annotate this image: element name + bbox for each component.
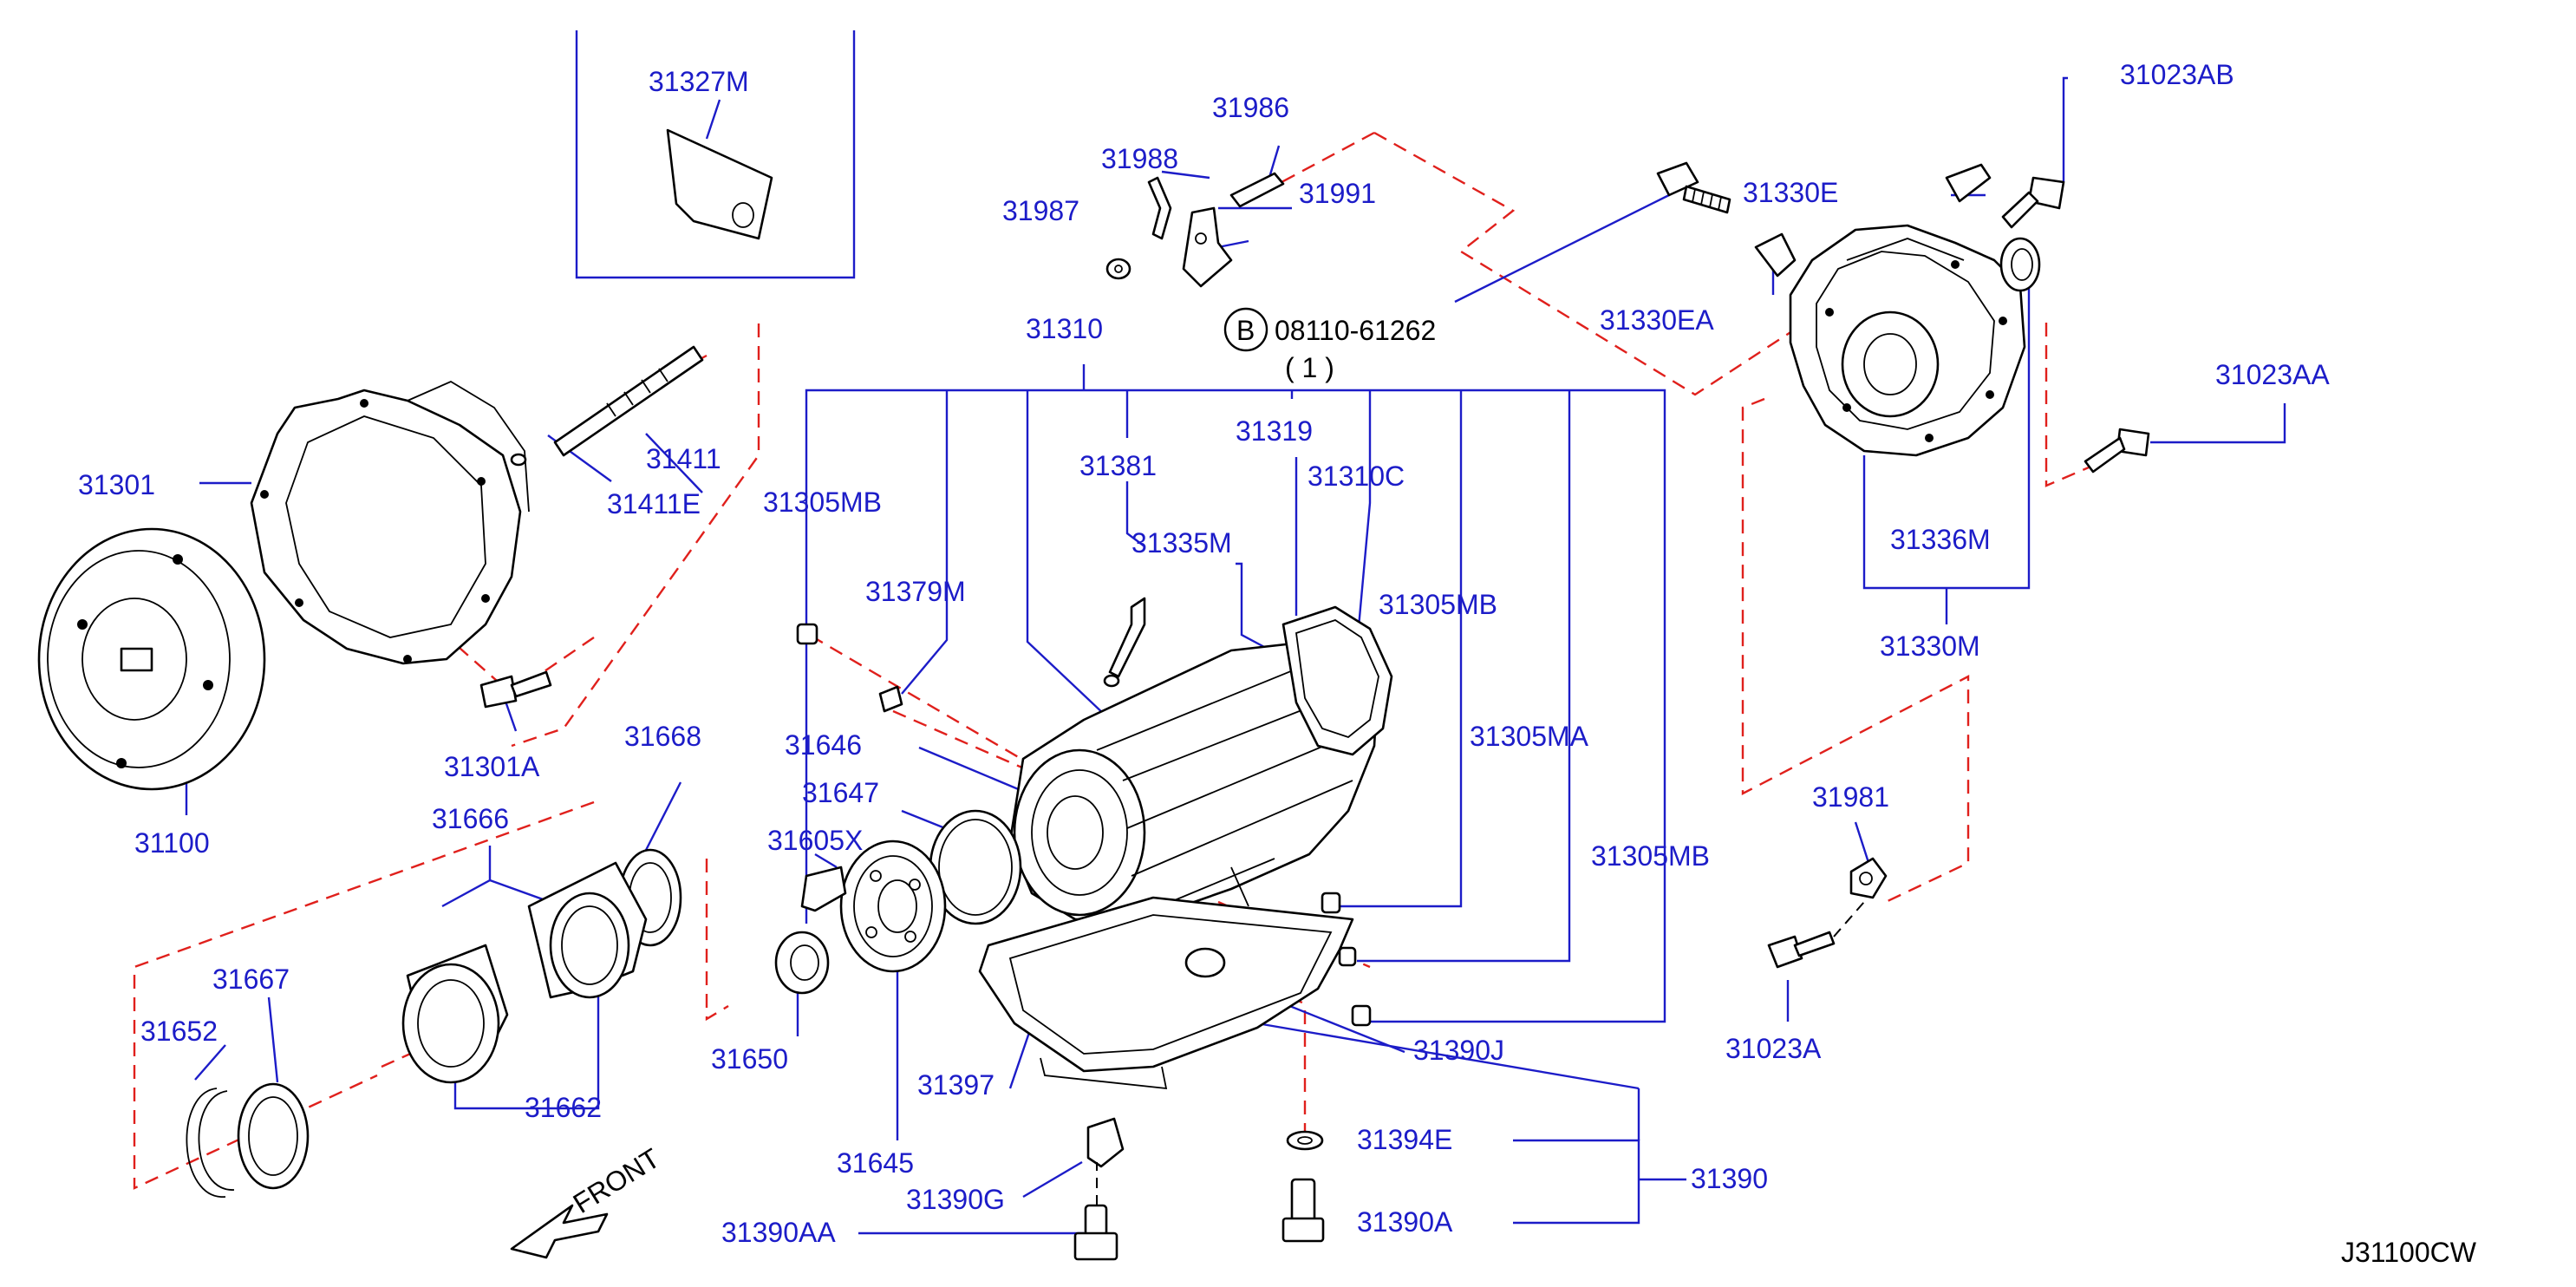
label-31379m: 31379M [865,576,966,607]
transmission-case-31310 [1008,636,1380,921]
clip-31330e [1945,163,1992,203]
part-labels: 31327M 31986 31988 31987 31991 31023AB 3… [78,59,2330,1248]
plug-31305mb-3 [1351,1004,1372,1027]
tube-31381 [1103,597,1146,688]
bracket-31390g [1086,1117,1125,1168]
torque-converter-31100 [37,527,266,791]
label-31645: 31645 [837,1147,914,1179]
label-31305mb-2: 31305MB [1379,589,1497,620]
bolt-31023ab [2001,176,2065,229]
bolt-08110-61262 [1656,161,1731,214]
label-31336m: 31336M [1890,524,1991,555]
bracket-31981 [1849,857,1888,899]
label-31305mb-3: 31305MB [1591,840,1710,872]
label-31023ab: 31023AB [2120,59,2234,90]
label-31394e: 31394E [1357,1124,1452,1155]
bolt-31023aa [2084,428,2150,474]
label-31327m: 31327M [649,66,749,97]
label-31662: 31662 [525,1092,602,1123]
converter-housing-31301 [250,380,530,665]
label-31987: 31987 [1002,195,1079,226]
seal-ring-31647 [929,809,1022,925]
label-31330m: 31330M [1880,630,1980,662]
clip-31988 [1147,176,1172,240]
label-31023a: 31023A [1725,1033,1822,1064]
bolt-badge [1223,307,1268,352]
label-31310: 31310 [1026,313,1103,344]
pin-31986 [1229,172,1285,208]
washer-31394e [1286,1130,1324,1151]
sticker-31327m [666,128,773,240]
label-31411e: 31411E [607,488,701,519]
bolt-note-part: 08110-61262 [1275,315,1436,346]
label-31666: 31666 [432,803,509,834]
bolt-31023a [1767,901,1865,969]
label-31330e: 31330E [1743,177,1838,208]
magnet-31390j [1184,947,1226,978]
label-31667: 31667 [212,964,290,995]
label-31390a: 31390A [1357,1206,1453,1238]
seal-31650 [774,931,830,995]
seal-31336m [1999,237,2041,292]
label-31605x: 31605X [767,825,863,856]
plug-31305mb-1 [796,623,818,645]
clutch-hub-31662 [401,944,509,1084]
front-label: FRONT [568,1142,666,1219]
bolt-note-qty: ( 1 ) [1285,352,1334,383]
bracket-31991 [1182,206,1233,288]
label-31335m: 31335M [1131,527,1232,559]
label-31981: 31981 [1812,781,1889,813]
label-31988: 31988 [1101,143,1178,174]
oil-pan-31390 [978,896,1354,1090]
label-31647: 31647 [802,777,879,808]
part-31605x [800,866,847,912]
clutch-drum-31666 [527,861,648,999]
diagram-code: J31100CW [2341,1237,2477,1268]
label-31411: 31411 [646,443,721,474]
bolt-31301a [479,670,552,709]
label-31991: 31991 [1299,178,1376,209]
plug-31305mb-2 [1321,892,1341,914]
label-31668: 31668 [624,721,701,752]
label-31986: 31986 [1212,92,1289,123]
extension-housing-31330m [1789,224,2026,457]
label-31310c: 31310C [1308,461,1405,492]
label-31646: 31646 [785,729,862,761]
label-31397: 31397 [917,1069,995,1101]
label-31390: 31390 [1691,1163,1768,1194]
bolt-31390aa [1073,1162,1118,1261]
label-31305mb-1: 31305MB [763,487,882,518]
label-31650: 31650 [711,1043,788,1075]
label-31330ea: 31330EA [1600,304,1714,336]
label-31301: 31301 [78,469,155,500]
label-31319: 31319 [1236,415,1313,447]
gasket-31335m [1281,605,1393,756]
label-31390aa: 31390AA [721,1217,836,1248]
oil-pump-31645 [839,839,947,973]
label-31305ma: 31305MA [1470,721,1589,752]
sprocket-31667 [237,1082,310,1190]
bolt-badge-letter: B [1236,315,1255,346]
label-31652: 31652 [140,1016,218,1047]
label-31390j: 31390J [1413,1035,1504,1066]
plug-31379m [878,685,903,713]
label-31023aa: 31023AA [2215,359,2330,390]
drain-plug-31390a [1281,1178,1325,1243]
snap-ring-31652 [186,1088,235,1198]
shaft-31411 [510,345,704,467]
label-31390g: 31390G [906,1184,1005,1215]
plug-31305ma [1338,946,1357,967]
front-direction-arrow: FRONT [510,1142,666,1259]
label-31301a: 31301A [444,751,540,782]
bolt-note: B 08110-61262 ( 1 ) [1223,307,1436,383]
washer-31987 [1105,258,1131,280]
label-31100: 31100 [134,827,210,859]
label-31381: 31381 [1079,450,1157,481]
clip-31330ea [1754,232,1797,278]
